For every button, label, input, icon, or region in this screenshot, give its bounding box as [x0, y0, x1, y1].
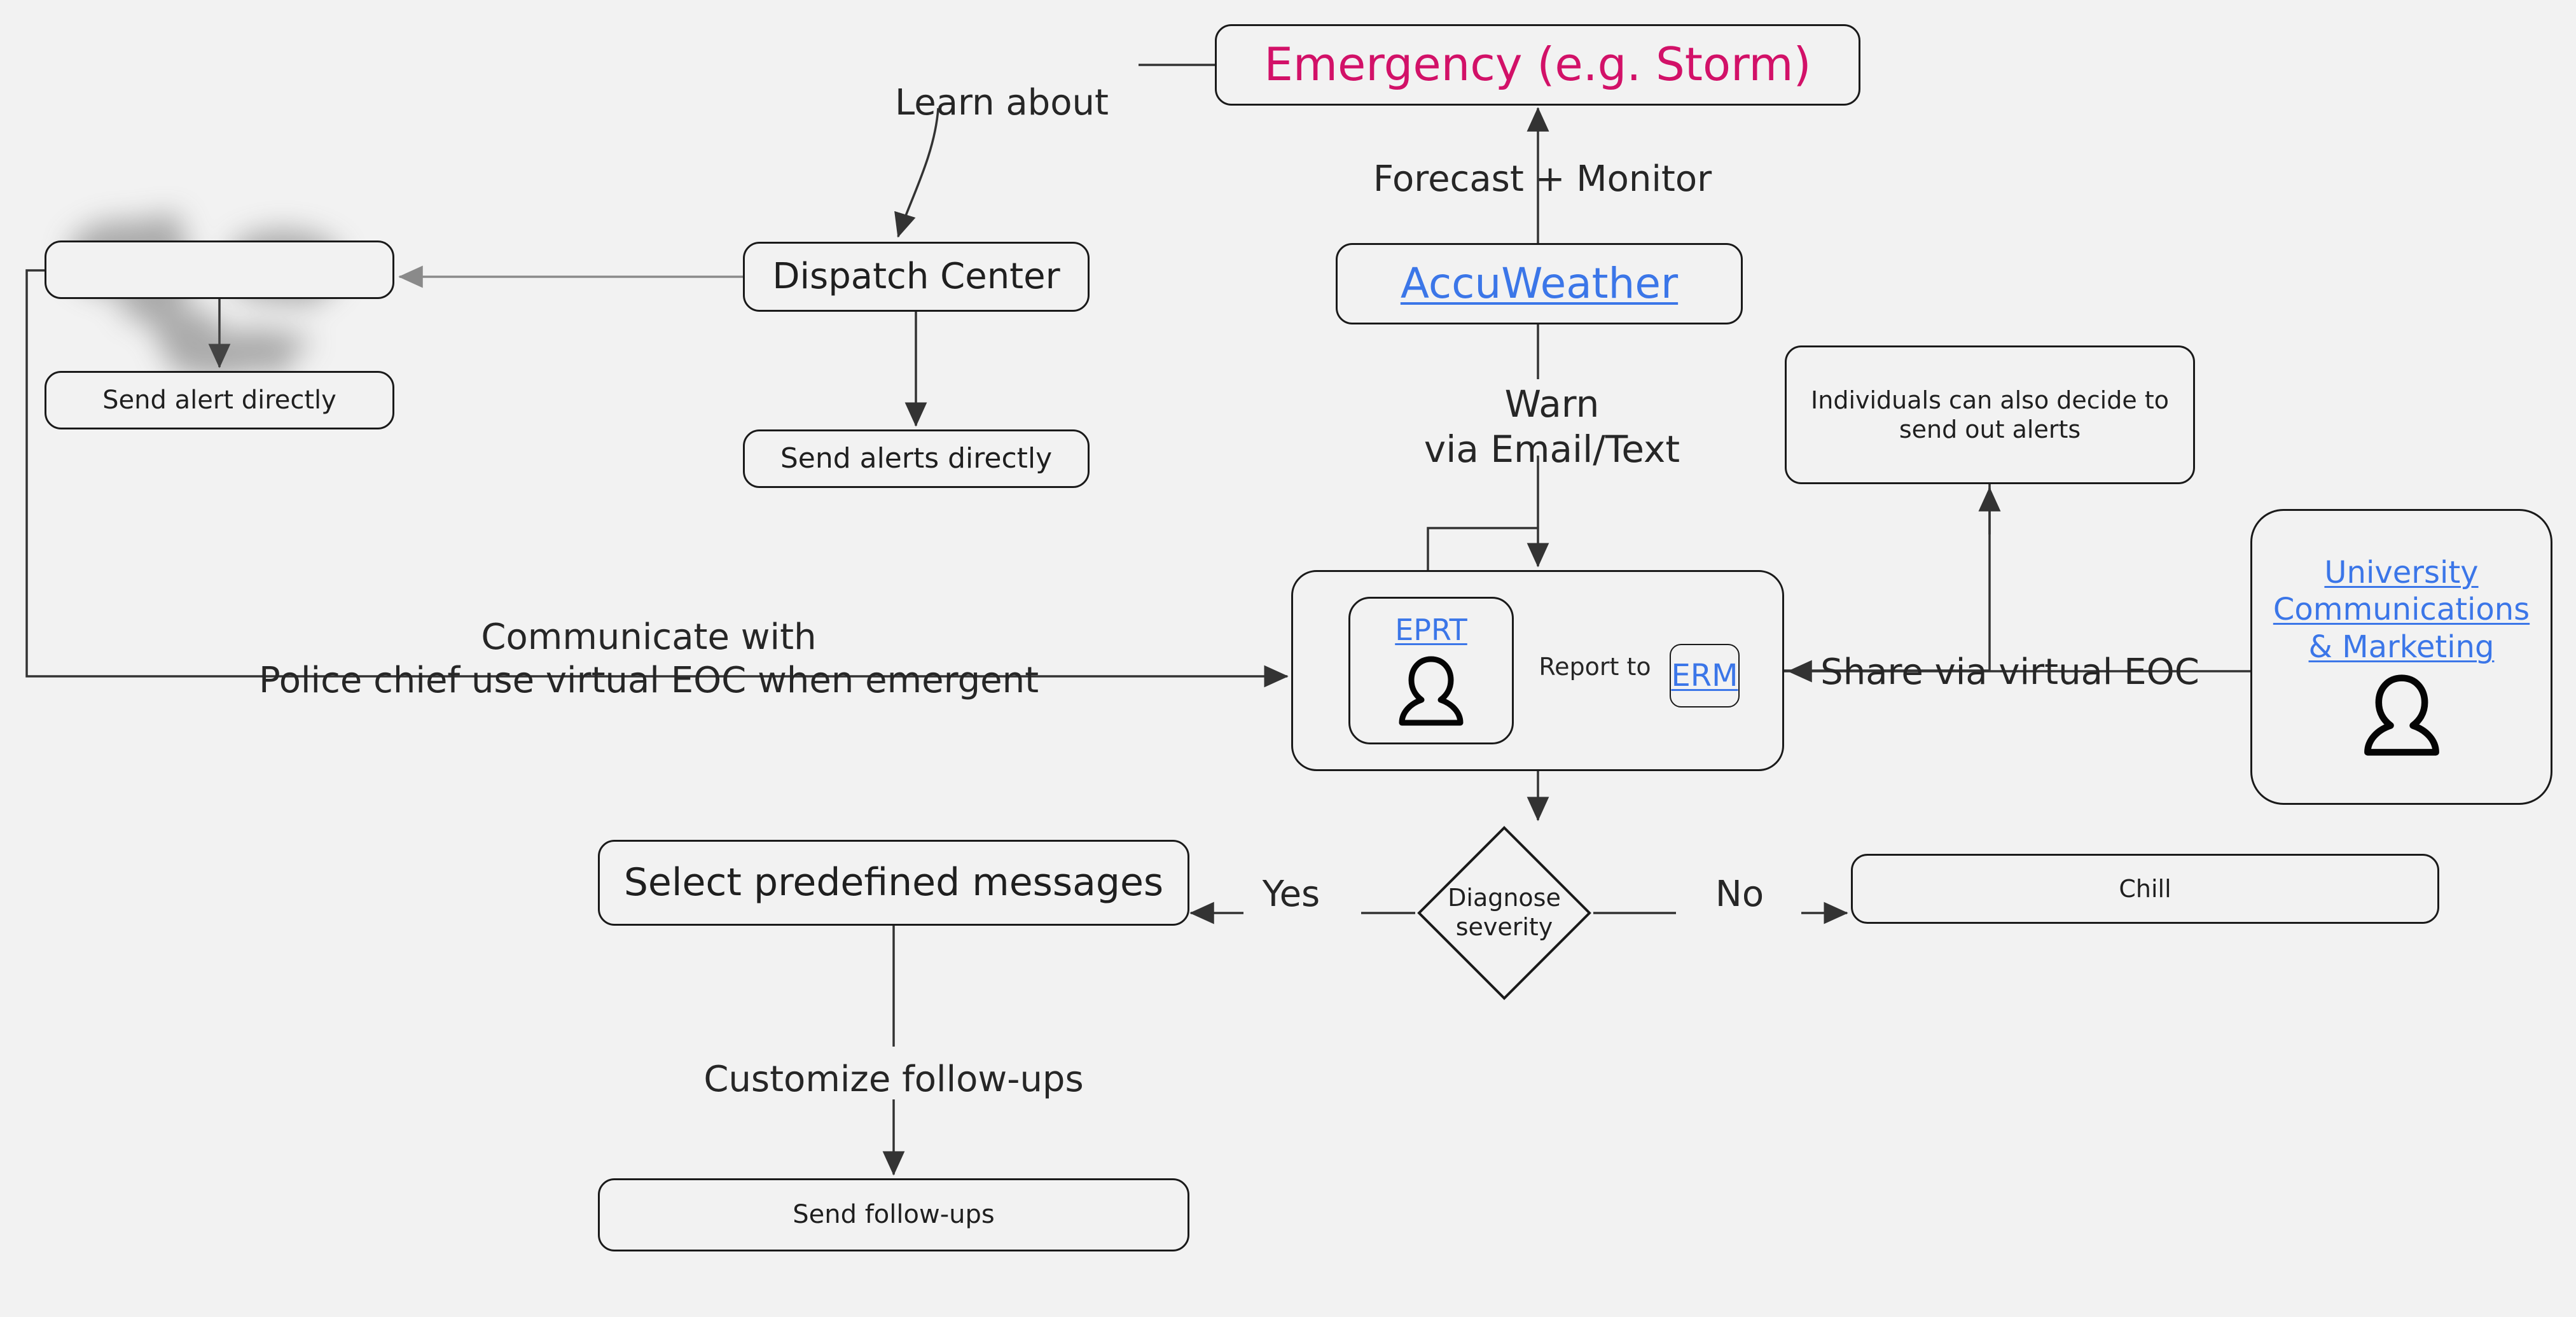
node-send-alerts-directly[interactable]: Send alerts directly	[743, 429, 1090, 488]
node-select-predefined-messages[interactable]: Select predefined messages	[598, 840, 1189, 926]
node-eprt[interactable]: EPRT	[1348, 597, 1514, 744]
edge-label-forecast-monitor: Forecast + Monitor	[1373, 158, 1712, 200]
node-erm[interactable]: ERM	[1670, 644, 1740, 707]
edge-label-yes: Yes	[1262, 874, 1320, 915]
node-diagnose-severity[interactable]: Diagnose severity	[1415, 824, 1593, 1002]
edge-label-warn: Warn via Email/Text	[1423, 382, 1680, 471]
node-diagnose-severity-label: Diagnose severity	[1448, 884, 1561, 941]
erm-link[interactable]: ERM	[1671, 657, 1738, 693]
node-university-comms[interactable]: University Communications & Marketing	[2250, 509, 2552, 805]
node-accuweather[interactable]: AccuWeather	[1336, 243, 1743, 324]
node-chill[interactable]: Chill	[1851, 854, 2439, 924]
edge-label-customize-followups: Customize follow-ups	[703, 1059, 1084, 1100]
university-comms-link[interactable]: University Communications & Marketing	[2273, 554, 2530, 665]
accuweather-link[interactable]: AccuWeather	[1400, 258, 1679, 308]
node-select-predefined-messages-label: Select predefined messages	[623, 860, 1164, 905]
edge-label-learn-about: Learn about	[895, 82, 1109, 123]
node-redacted[interactable]	[45, 240, 394, 299]
edge-label-report-to: Report to	[1539, 653, 1651, 681]
node-individuals-alerts[interactable]: Individuals can also decide to send out …	[1785, 345, 2195, 484]
person-icon	[2364, 674, 2439, 756]
edge-label-communicate-with: Communicate with Police chief use virtua…	[258, 617, 1039, 702]
person-icon	[1399, 656, 1464, 726]
node-chill-label: Chill	[2119, 874, 2171, 903]
node-send-alerts-directly-label: Send alerts directly	[780, 442, 1053, 475]
edge-label-no: No	[1715, 874, 1764, 915]
node-send-alert-directly[interactable]: Send alert directly	[45, 371, 394, 429]
node-send-followups-label: Send follow-ups	[793, 1200, 995, 1230]
node-dispatch-center-label: Dispatch Center	[772, 255, 1060, 297]
edge-label-share-via-virtual-eoc: Share via virtual EOC	[1820, 652, 2199, 693]
node-send-followups[interactable]: Send follow-ups	[598, 1178, 1189, 1251]
eprt-link[interactable]: EPRT	[1395, 612, 1467, 647]
node-dispatch-center[interactable]: Dispatch Center	[743, 242, 1090, 312]
node-emergency-label: Emergency (e.g. Storm)	[1264, 38, 1811, 92]
node-send-alert-directly-label: Send alert directly	[102, 385, 336, 415]
node-individuals-alerts-label: Individuals can also decide to send out …	[1811, 386, 2169, 443]
diamond-shape	[1417, 826, 1591, 1000]
node-emergency[interactable]: Emergency (e.g. Storm)	[1215, 24, 1860, 106]
